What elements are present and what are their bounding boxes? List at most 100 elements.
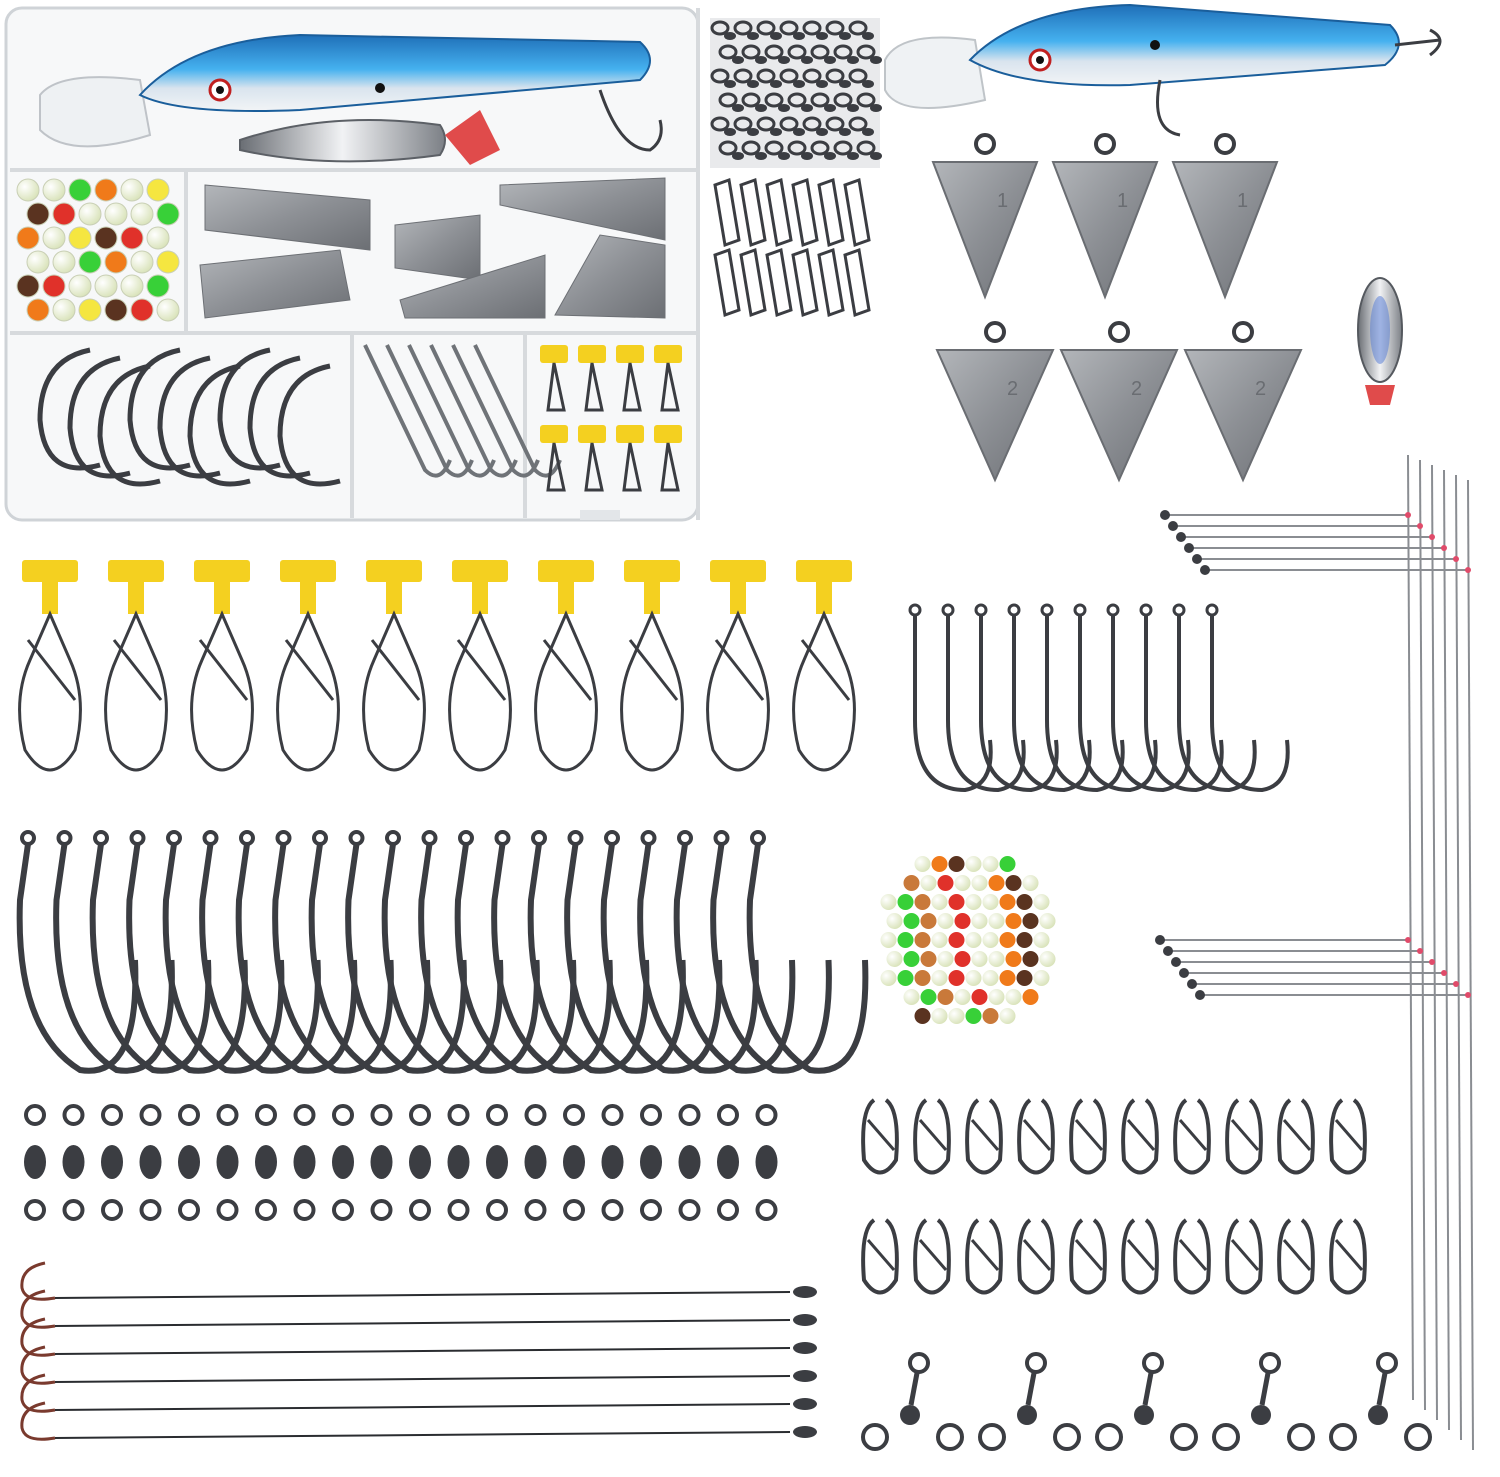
bead (68, 274, 92, 298)
snap-swivel (1173, 1218, 1211, 1295)
bead (914, 932, 931, 948)
swivel (825, 20, 851, 40)
swivel (802, 20, 828, 40)
sinker-weight-label: 2 (1007, 378, 1018, 400)
barrel-swivel (486, 1104, 508, 1221)
swivel (787, 44, 813, 64)
bead (982, 970, 999, 986)
bead (130, 298, 154, 322)
swivel-pile (710, 20, 882, 160)
bead (999, 1008, 1016, 1024)
swivel (733, 116, 759, 136)
barrel-swivel (717, 1104, 739, 1221)
hi-lo-rig (1195, 479, 1474, 1451)
bait-hooks-compartment (363, 344, 562, 478)
snap-swivel (965, 1098, 1003, 1175)
bead (965, 932, 982, 948)
pyramid-sinker: 1 (1051, 133, 1159, 300)
snap (739, 247, 767, 318)
sinker-slide (18, 560, 82, 772)
sinkers-compartment (199, 177, 666, 319)
bead (988, 913, 1005, 929)
bead (1022, 989, 1039, 1005)
snap (765, 177, 793, 248)
sinker-weight-label: 1 (1117, 190, 1128, 212)
snap-swivel (1121, 1218, 1159, 1295)
spoon-lure-in-box (239, 110, 500, 165)
bead (914, 894, 931, 910)
barrel-swivel (409, 1104, 431, 1221)
bead (982, 932, 999, 948)
three-way-swivel (1212, 1352, 1315, 1451)
bead (1022, 875, 1039, 891)
sinker-slide (616, 425, 644, 492)
snaps-compartment (713, 177, 871, 318)
bead (1005, 913, 1022, 929)
swivel (718, 92, 744, 112)
bead (937, 913, 954, 929)
bead (982, 1008, 999, 1024)
hook (451, 344, 540, 478)
bead (1016, 970, 1033, 986)
bead (880, 894, 897, 910)
bead (914, 970, 931, 986)
octopus-hook (126, 830, 248, 1074)
snap (791, 247, 819, 318)
sinker-slides-compartment (540, 345, 682, 492)
swivel (764, 44, 790, 64)
sinker-slide (534, 560, 598, 772)
bead (886, 913, 903, 929)
three-way-swivel (1095, 1352, 1198, 1451)
bead (1016, 894, 1033, 910)
swivel (733, 20, 759, 40)
bead (880, 932, 897, 948)
bead (965, 970, 982, 986)
swivel (710, 68, 736, 88)
sinker-slide (540, 345, 568, 412)
bead (920, 951, 937, 967)
three-way-swivels (861, 1352, 1432, 1451)
bead (886, 951, 903, 967)
bead (999, 932, 1016, 948)
bead (1039, 913, 1056, 929)
octopus-hook (308, 830, 431, 1074)
bait-hook (908, 603, 993, 793)
bead (1005, 875, 1022, 891)
snap-swivel (861, 1218, 899, 1295)
hook (127, 347, 191, 471)
snap (791, 177, 819, 248)
bait-hook (1040, 603, 1125, 793)
swivel (856, 92, 882, 112)
swivel (833, 92, 859, 112)
bead (26, 250, 50, 274)
bead (1033, 970, 1050, 986)
hi-lo-rig (1163, 459, 1426, 1411)
octopus-hook (16, 830, 139, 1074)
bead (1022, 951, 1039, 967)
bait-hook (1106, 603, 1191, 793)
swivel (718, 44, 744, 64)
bead (1022, 913, 1039, 929)
bead (931, 970, 948, 986)
snap (817, 247, 845, 318)
snap (713, 177, 741, 248)
sinker-weight-label: 1 (997, 190, 1008, 212)
snap-swivel (1069, 1218, 1107, 1295)
barrel-swivel (139, 1104, 162, 1221)
sinker-slide (362, 560, 426, 772)
swivel (764, 140, 790, 160)
snap (713, 247, 741, 318)
crankbait-lure-in-box (39, 33, 663, 152)
snap-swivel (1225, 1098, 1263, 1175)
swivel (741, 92, 767, 112)
leader-rig (20, 1373, 817, 1413)
bait-hooks (908, 603, 1290, 793)
swivel (764, 92, 790, 112)
bead (156, 250, 180, 274)
bead (130, 202, 154, 226)
swivel (787, 92, 813, 112)
bead (954, 913, 971, 929)
bait-hook (1172, 603, 1257, 793)
bead (999, 894, 1016, 910)
sinker-slide (540, 425, 568, 492)
